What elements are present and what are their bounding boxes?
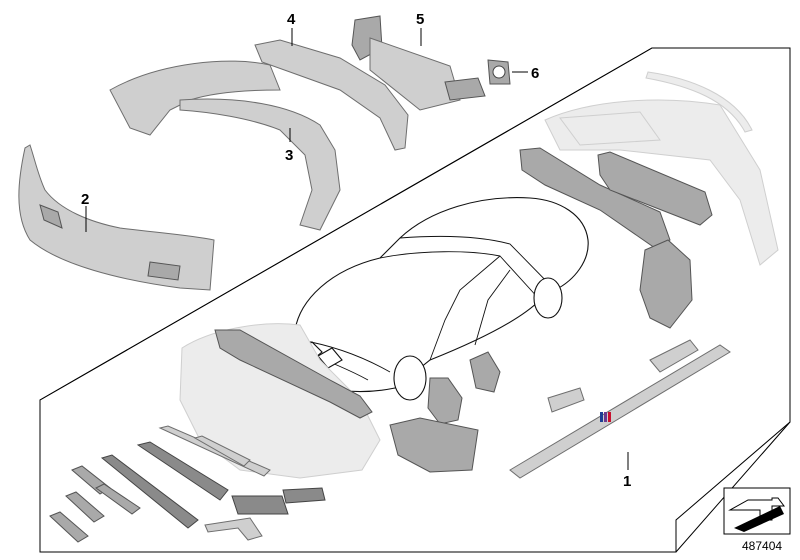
callout-2: 2 — [81, 191, 89, 208]
front-grilles — [100, 425, 326, 541]
front-bumper-carrier — [214, 329, 373, 419]
ghost-front-bumper — [179, 323, 381, 479]
part-5-silencer — [351, 15, 486, 111]
part-6-tailpipe-trim — [487, 59, 511, 85]
callout-5: 5 — [416, 11, 424, 28]
callout-1: 1 — [623, 473, 631, 490]
reference-box: 487404 — [723, 487, 791, 553]
callout-4: 4 — [287, 11, 296, 28]
flap-plates — [49, 465, 141, 543]
air-ducts — [389, 351, 501, 473]
part-4-rear-diffuser — [254, 39, 409, 151]
rear-bumper-carrier — [519, 147, 713, 329]
m-badge — [600, 412, 611, 422]
leader-lines — [85, 28, 629, 470]
kit-frame-outline — [39, 47, 791, 553]
arrow-icon — [728, 497, 785, 532]
callout-3: 3 — [285, 147, 293, 164]
reference-number: 487404 — [742, 539, 782, 553]
part-2-front-bumper — [18, 144, 215, 291]
callout-6: 6 — [531, 65, 539, 82]
part-3-rear-bumper — [109, 60, 341, 231]
ghost-rear-bumper — [544, 71, 779, 266]
side-sill — [509, 339, 731, 479]
